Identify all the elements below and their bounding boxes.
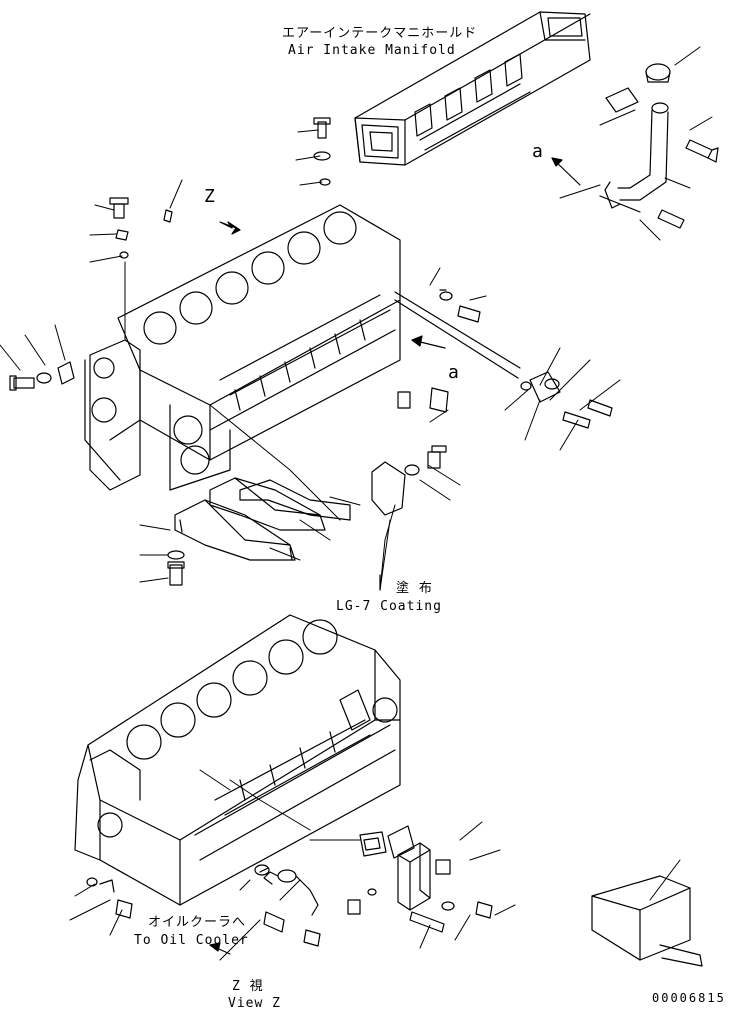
oil-pressure-sensor: [260, 868, 318, 915]
filler-cap: [646, 64, 670, 82]
lower-bolts: [87, 860, 492, 946]
drawing-code: 00006815: [652, 991, 726, 1005]
cylinder-block-lower: [75, 615, 400, 905]
main-bearing-caps: [175, 478, 350, 560]
view-z-label-jp: Z 視: [232, 979, 264, 994]
oil-cooler-label-jp: オイルクーラへ: [148, 915, 247, 930]
arrows: [210, 158, 580, 954]
leader-lines: [0, 47, 712, 960]
bolt-top-right: [686, 140, 718, 162]
oil-cooler-label-en: To Oil Cooler: [134, 933, 249, 948]
gasket-lower: [360, 832, 386, 856]
view-letter-z: Z: [204, 186, 216, 207]
cylinder-block-upper: [85, 205, 400, 490]
ref-a-mid: a: [448, 362, 460, 383]
cap-bolt: [168, 551, 184, 585]
left-side-parts: [10, 198, 172, 390]
view-z-label-en: View Z: [228, 996, 281, 1011]
coating-label-en: LG-7 Coating: [336, 599, 442, 614]
adapter-block: [388, 826, 430, 910]
air-intake-manifold: [355, 12, 590, 165]
ref-a-top: a: [532, 141, 544, 162]
bolt-pipe: [658, 210, 684, 228]
sleeve: [606, 88, 638, 112]
oil-pipe: [395, 290, 612, 428]
manifold-label-en: Air Intake Manifold: [288, 43, 456, 58]
coating-label-jp: 塗 布: [396, 581, 433, 596]
cover-plate: [372, 446, 446, 515]
bolt-manifold: [314, 118, 330, 185]
tool-drift: [592, 876, 702, 966]
oil-filler-pipe: [600, 103, 668, 212]
view-arrow: [220, 222, 240, 234]
manifold-label-jp: エアーインテークマニホールド: [282, 26, 478, 41]
